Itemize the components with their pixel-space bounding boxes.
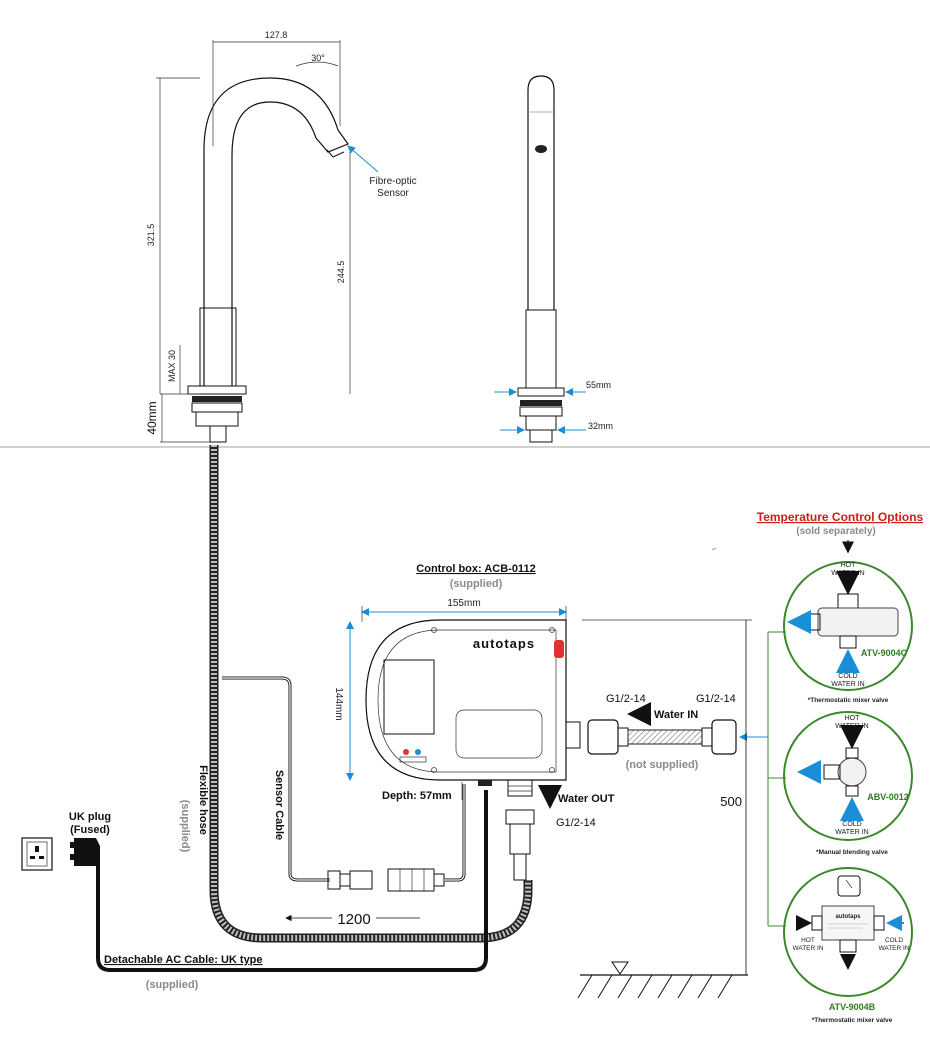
opt3-code: ATV-9004B — [829, 1002, 876, 1012]
sensor-connector — [327, 784, 466, 892]
ac-cable — [96, 790, 488, 972]
temp-options-title: Temperature Control Options — [757, 510, 924, 524]
tap-side-view — [187, 77, 349, 443]
g12-out-label: G1/2-14 — [556, 817, 596, 829]
opt3-caption: *Thermostatic mixer valve — [812, 1017, 893, 1024]
flexible-hose-sub: (supplied) — [179, 800, 191, 853]
uk-plug-label-1: UK plug — [69, 811, 111, 823]
opt1-cold-1: COLD — [838, 673, 857, 680]
options-bracket — [767, 631, 786, 927]
opt1-cold-2: WATER IN — [831, 681, 864, 688]
opt3-hot-2: WATER IN — [792, 945, 823, 952]
opt1-code: ATV-9004C — [861, 648, 908, 658]
option-abv-0012: HOT WATER IN COLD WATER IN ABV-0012 — [783, 711, 913, 841]
control-box-sub: (supplied) — [450, 578, 503, 590]
dim-box-height: 144mm — [333, 687, 344, 720]
uk-plug-icon — [70, 838, 100, 866]
opt3-hot-1: HOT — [801, 937, 815, 944]
dim-width-top: 127.8 — [265, 30, 288, 40]
opt1-caption: *Thermostatic mixer valve — [808, 697, 889, 704]
brand-logo: autotaps — [473, 636, 535, 651]
outlet-connector — [505, 809, 535, 881]
opt3-brand: autotaps — [835, 914, 861, 920]
dim-box-depth: Depth: 57mm — [382, 790, 452, 802]
control-box: autotaps — [365, 619, 581, 797]
flexible-hose-label: Flexible hose — [197, 765, 209, 835]
sensor-label-1: Fibre-optic — [369, 176, 416, 187]
ground-hatch — [577, 974, 733, 999]
temp-options-subtitle: (sold separately) — [796, 526, 875, 537]
g12-left-label: G1/2-14 — [606, 693, 646, 705]
opt1-hot-1: HOT — [841, 562, 857, 569]
dim-base-32: 32mm — [588, 421, 613, 431]
ac-cable-sub: (supplied) — [146, 979, 199, 991]
sensor-arrow — [347, 145, 379, 173]
opt2-hot-1: HOT — [845, 715, 861, 722]
dim-height-total: 321.5 — [146, 224, 156, 247]
dim-box-width: 155mm — [447, 598, 480, 609]
sensor-label-2: Sensor — [377, 188, 409, 199]
water-out-label: Water OUT — [558, 793, 615, 805]
dim-height-mid: 244.5 — [336, 261, 346, 284]
uk-socket-icon — [21, 837, 53, 871]
dim-hose-length: 1200 — [337, 911, 370, 928]
tap-front-view — [517, 75, 565, 443]
opt1-hot-2: WATER IN — [831, 570, 864, 577]
option-atv-9004c: HOT WATER IN COLD WATER IN ATV-9004C — [783, 540, 913, 691]
dim-base-55: 55mm — [586, 380, 611, 390]
opt2-code: ABV-0012 — [867, 792, 909, 802]
opt2-hot-2: WATER IN — [835, 723, 868, 730]
dim-depth-40: 40mm — [145, 401, 159, 434]
water-in-label: Water IN — [654, 709, 698, 721]
opt3-cold-2: WATER IN — [878, 945, 909, 952]
inlet-hose — [587, 719, 737, 755]
uk-plug-label-2: (Fused) — [70, 824, 110, 836]
ac-cable-label: Detachable AC Cable: UK type — [104, 954, 263, 966]
not-supplied-label: (not supplied) — [626, 759, 699, 771]
dim-angle: 30° — [311, 53, 325, 63]
opt2-cold-1: COLD — [842, 821, 861, 828]
control-box-title: Control box: ACB-0112 — [416, 563, 535, 575]
g12-right-label: G1/2-14 — [696, 693, 736, 705]
opt2-cold-2: WATER IN — [835, 829, 868, 836]
option-atv-9004b: autotaps HOT WATER IN COLD WATER IN — [783, 867, 913, 997]
opt2-caption: *Manual blending valve — [816, 849, 888, 856]
flexible-hose — [209, 445, 533, 943]
dim-drop-height: 500 — [720, 794, 742, 809]
dim-max-30: MAX 30 — [167, 350, 177, 382]
sensor-cable-label: Sensor Cable — [273, 770, 285, 840]
tap-dimensions: 127.8 30° 321.5 244.5 MAX 30 40mm — [145, 30, 351, 443]
opt3-cold-1: COLD — [885, 937, 903, 944]
